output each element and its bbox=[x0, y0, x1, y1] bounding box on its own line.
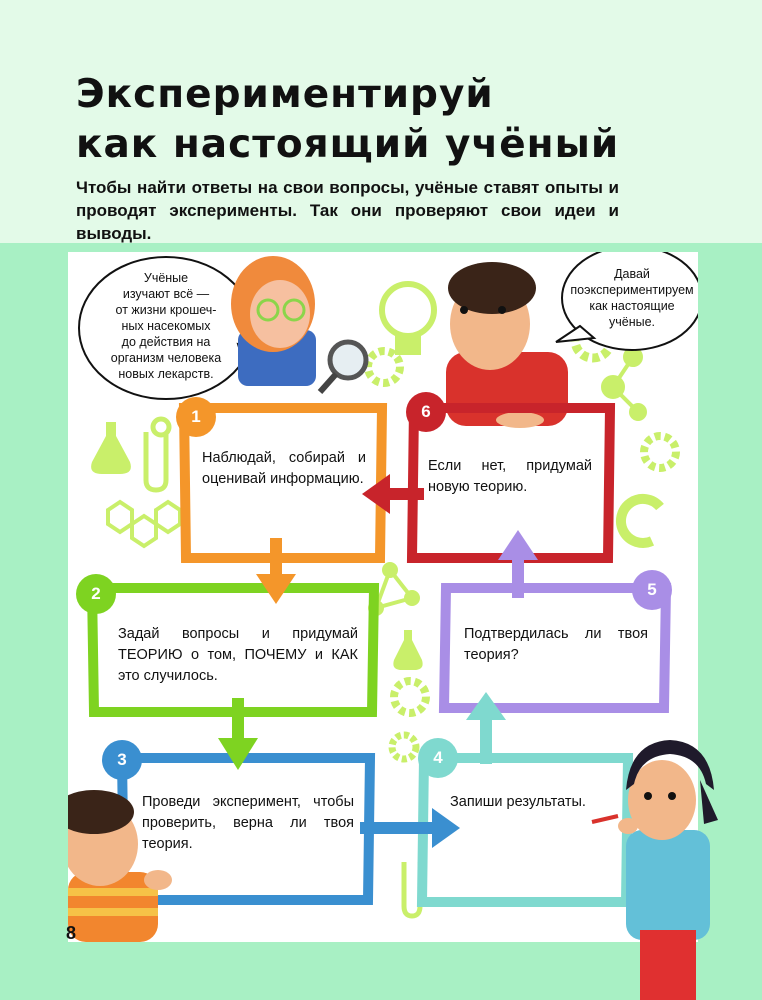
girl-speech-line: новых лекарств. bbox=[118, 367, 214, 381]
arrow-step-3-to-4 bbox=[360, 808, 460, 848]
flowchart-board: Учёные изучают всё — от жизни крошеч- ны… bbox=[68, 252, 698, 942]
step-5-badge: 5 bbox=[632, 570, 672, 610]
girl-speech-line: до действия на bbox=[121, 335, 211, 349]
step-2-badge: 2 bbox=[76, 574, 116, 614]
arrow-step-6-to-1 bbox=[362, 474, 424, 514]
arrow-step-5-to-6 bbox=[498, 530, 538, 598]
girl-scientist-illustration bbox=[231, 256, 369, 394]
step-5-frame bbox=[438, 583, 672, 713]
flask-icon bbox=[91, 422, 131, 474]
header-band bbox=[0, 0, 762, 243]
arrow-step-4-to-5 bbox=[466, 692, 506, 764]
boy-speech-line: Давай bbox=[614, 267, 650, 281]
boy-speech-bubble bbox=[561, 252, 698, 351]
gear-icon bbox=[390, 677, 430, 717]
girl-speech-text: Учёные изучают всё — от жизни крошеч- ны… bbox=[84, 270, 248, 382]
step-4-badge: 4 bbox=[418, 738, 458, 778]
arrow-step-1-to-2 bbox=[256, 538, 296, 604]
lightbulb-icon bbox=[379, 281, 437, 355]
girl-speech-line: ных насекомых bbox=[121, 319, 211, 333]
hexagon-molecule-icon bbox=[106, 499, 182, 549]
gear-icon bbox=[388, 731, 420, 763]
boy-speech-line: учёные. bbox=[608, 315, 656, 329]
girl-speech-line: организм человека bbox=[110, 351, 222, 365]
step-1-text: Наблюдай, собирай и оценивай информацию. bbox=[202, 450, 366, 487]
gear-icon bbox=[364, 347, 404, 387]
gear-icon bbox=[150, 416, 172, 438]
step-4-text: Запиши результаты. bbox=[450, 794, 586, 810]
title-line-1: Экспериментируй bbox=[76, 72, 494, 117]
boy-speech-line: поэкспериментируем bbox=[570, 283, 694, 297]
pointing-boy-illustration bbox=[68, 790, 172, 942]
thermometer-icon bbox=[401, 862, 423, 919]
arrow-step-2-to-3 bbox=[218, 698, 258, 770]
boy-scientist-illustration bbox=[446, 262, 568, 428]
step-6-frame bbox=[406, 403, 616, 563]
step-3-badge: 3 bbox=[102, 740, 142, 780]
step-2-text: Задай вопросы и придумай ТЕОРИЮ о том, П… bbox=[118, 626, 358, 684]
girl-speech-line: Учёные bbox=[143, 271, 189, 285]
boy-speech-text: Давай поэкспериментируем как настоящие у… bbox=[568, 266, 696, 330]
title-line-2: как настоящий учёный bbox=[76, 122, 620, 167]
page-title: Экспериментируй как настоящий учёный bbox=[76, 70, 716, 170]
step-6-badge: 6 bbox=[406, 392, 446, 432]
girl-speech-line: изучают всё — bbox=[122, 287, 210, 301]
magnet-icon bbox=[616, 493, 664, 548]
girl-speech-line: от жизни крошеч- bbox=[115, 303, 217, 317]
flowchart-illustration bbox=[68, 252, 698, 942]
intro-paragraph: Чтобы найти ответы на свои вопросы, учён… bbox=[76, 178, 619, 243]
flask-icon bbox=[393, 630, 423, 670]
step-1-badge: 1 bbox=[176, 397, 216, 437]
gear-icon bbox=[640, 432, 680, 472]
boy-speech-line: как настоящие bbox=[589, 299, 675, 313]
step-3-text: Проведи эксперимент, чтобы проверить, ве… bbox=[142, 794, 354, 852]
page-number: 8 bbox=[66, 923, 77, 943]
step-1-frame bbox=[178, 403, 388, 563]
step-5-text: Подтвердилась ли твоя теория? bbox=[464, 626, 648, 663]
step-6-text: Если нет, придумай новую теорию. bbox=[428, 458, 592, 495]
test-tube-icon bbox=[143, 432, 169, 493]
